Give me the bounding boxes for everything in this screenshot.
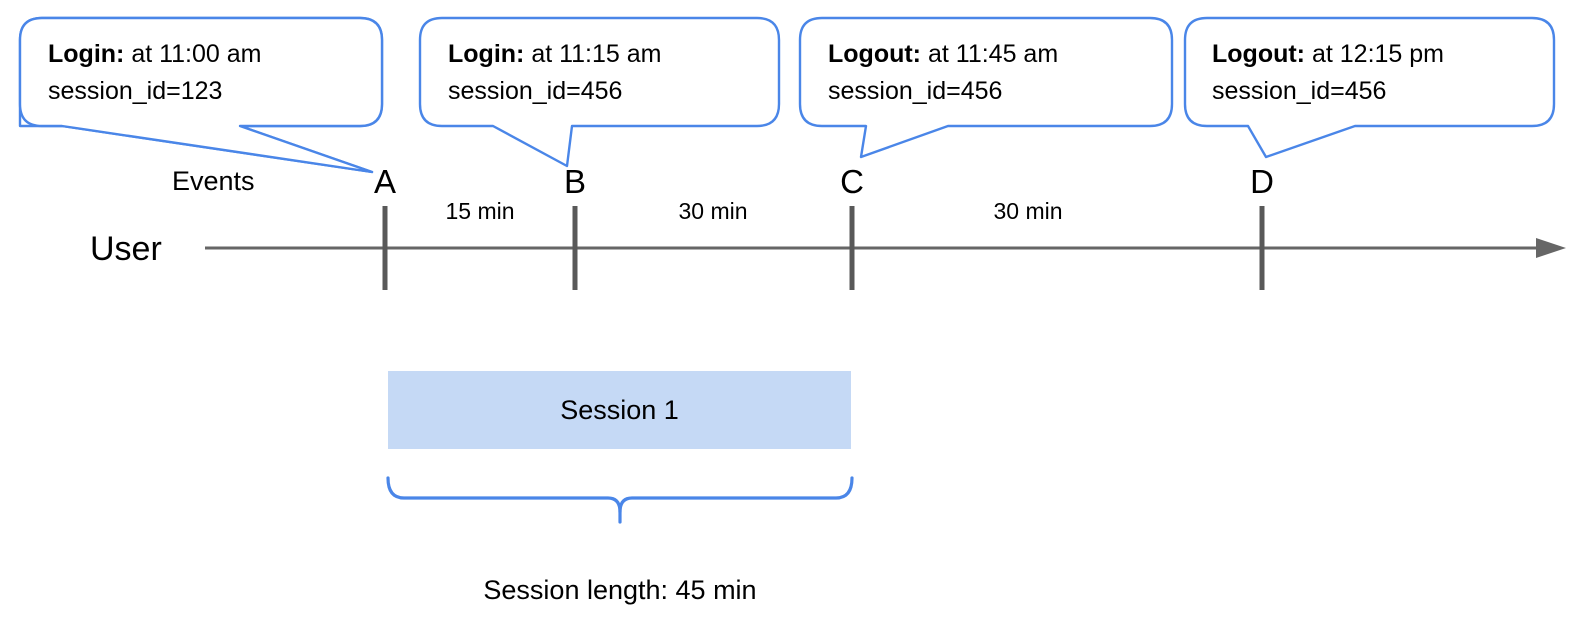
session-bar[interactable]: Session 1 xyxy=(388,371,851,449)
tick-label-b: B xyxy=(563,163,586,200)
session-length-caption: Session length: 45 min xyxy=(483,575,757,605)
timeline-axis xyxy=(205,238,1566,258)
axis-ticks xyxy=(382,206,1265,290)
callout-bubble-2[interactable] xyxy=(418,16,781,168)
session-length-brace xyxy=(386,476,854,524)
axis-arrowhead xyxy=(1536,238,1566,258)
session-bar-label: Session 1 xyxy=(560,394,679,425)
tick-label-c: C xyxy=(840,163,864,200)
interval-label-bc: 30 min xyxy=(678,198,748,224)
events-row-label: Events xyxy=(172,166,255,196)
callout-bubble-3[interactable] xyxy=(798,16,1174,159)
interval-label-cd: 30 min xyxy=(993,198,1063,224)
user-row-label: User xyxy=(90,230,162,268)
tick-label-a: A xyxy=(373,163,396,200)
interval-label-ab: 15 min xyxy=(445,198,515,224)
tick-label-d: D xyxy=(1250,163,1274,200)
callout-bubble-1[interactable] xyxy=(18,16,384,174)
callout-bubble-4[interactable] xyxy=(1183,16,1556,159)
